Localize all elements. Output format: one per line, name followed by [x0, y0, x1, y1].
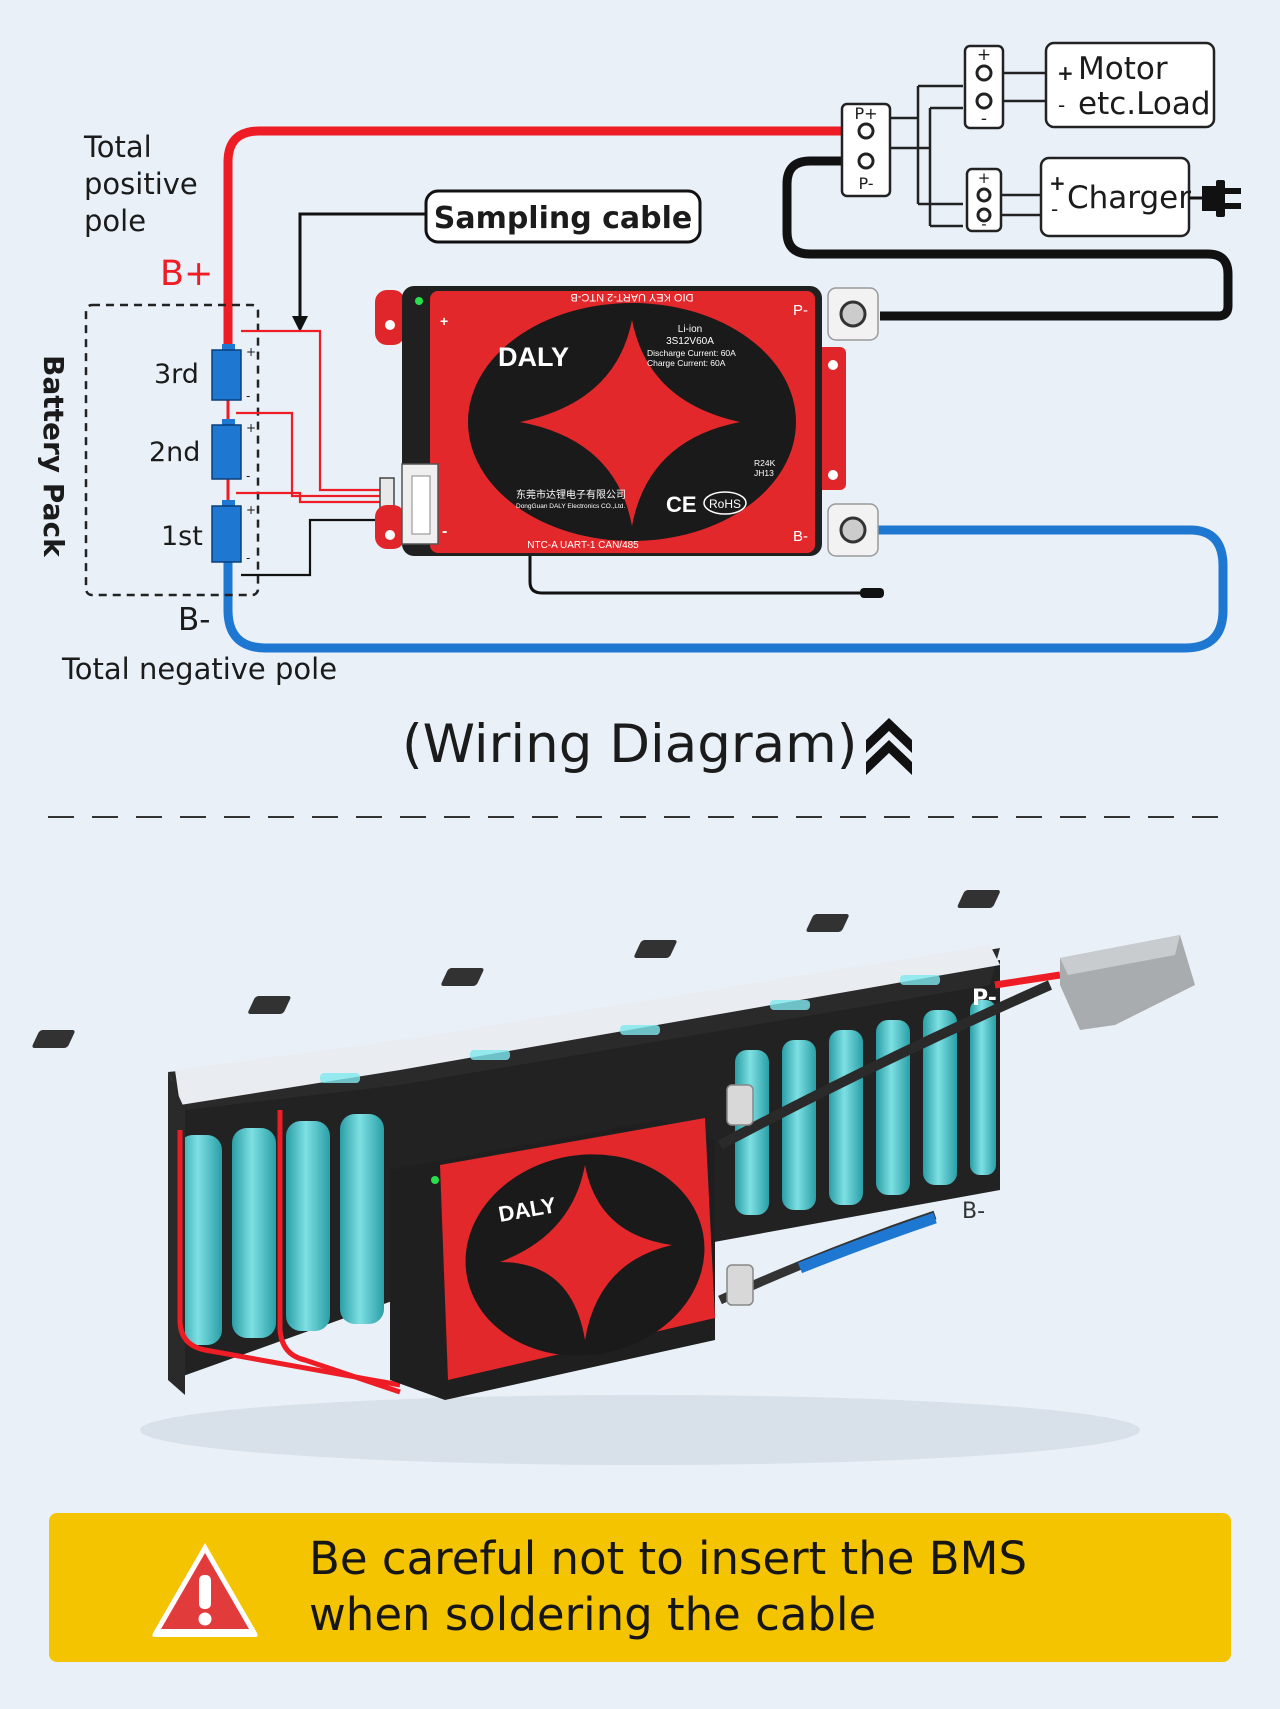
p-minus-lug [827, 287, 879, 341]
cell-label-2nd: 2nd [149, 437, 200, 468]
warning-triangle-icon [152, 1543, 258, 1637]
charger-terminal: + - [965, 167, 1003, 233]
bms-board: DIO KEY UART-2 NTC-B + - P- B- DALY Li-i… [375, 286, 846, 556]
svg-text:Li-ion: Li-ion [678, 324, 702, 335]
cell-1st: + - [211, 500, 256, 565]
svg-text:-: - [981, 215, 986, 233]
svg-text:pole: pole [84, 204, 146, 238]
svg-text:NTC-A UART-1 CAN/485: NTC-A UART-1 CAN/485 [527, 540, 639, 551]
svg-text:RoHS: RoHS [709, 497, 741, 511]
svg-text:Total: Total [83, 130, 152, 164]
battery-pack-label: Battery Pack [37, 355, 70, 558]
svg-text:+: + [246, 421, 256, 435]
svg-text:B-: B- [793, 528, 808, 545]
branch-lines [890, 71, 1046, 228]
load-wire [782, 156, 1233, 321]
svg-text:+: + [246, 345, 256, 359]
svg-text:JH13: JH13 [754, 468, 774, 478]
sampling-wires [236, 329, 384, 577]
pack-p-minus-label: P- [972, 986, 997, 1011]
plug-icon [1189, 180, 1241, 217]
charger-label: Charger [1067, 180, 1191, 216]
svg-text:Sampling cable: Sampling cable [434, 201, 693, 236]
svg-text:DIO KEY UART-2 NTC-B: DIO KEY UART-2 NTC-B [570, 291, 693, 303]
svg-text:DALY: DALY [498, 342, 569, 372]
svg-text:DongGuan DALY Electronics CO.,: DongGuan DALY Electronics CO.,Ltd. [516, 503, 625, 510]
svg-text:+: + [1049, 171, 1066, 195]
cell-label-1st: 1st [161, 521, 203, 552]
svg-text:CE: CE [666, 492, 697, 517]
svg-text:+: + [440, 313, 448, 329]
ntc-probe [528, 556, 884, 598]
motor-load-box: + - Motor etc.Load [1044, 41, 1216, 129]
cell-3rd: + - [211, 344, 256, 403]
svg-text:3S12V60A: 3S12V60A [666, 336, 714, 347]
motor-terminal: + - [963, 44, 1005, 130]
svg-text:+: + [246, 503, 256, 517]
charger-box: + - Charger [1039, 156, 1191, 238]
battery-pack: Battery Pack 3rd 2nd 1st [37, 303, 260, 597]
output-connector: P+ P- [840, 102, 892, 198]
svg-text:-: - [1051, 197, 1058, 221]
warning-line-1: Be careful not to insert the BMS [309, 1532, 1028, 1585]
warning-line-2: when soldering the cable [309, 1588, 877, 1641]
svg-text:-: - [246, 551, 250, 565]
svg-text:-: - [442, 523, 447, 540]
svg-text:-: - [246, 469, 250, 483]
svg-text:Discharge Current: 60A: Discharge Current: 60A [647, 348, 736, 358]
svg-text:+: + [978, 169, 991, 187]
wiring-diagram-caption: (Wiring Diagram) [402, 714, 912, 775]
svg-text:positive: positive [84, 167, 198, 201]
svg-text:-: - [246, 389, 250, 403]
total-negative-pole-label: Total negative pole [61, 652, 337, 686]
cell-label-3rd: 3rd [154, 359, 199, 390]
svg-text:Charge Current: 60A: Charge Current: 60A [647, 358, 726, 368]
battery-pack-illustration: DALY P- B- [32, 890, 1195, 1465]
total-positive-pole-label: Total positive pole [83, 130, 198, 238]
pack-b-minus-label: B- [962, 1199, 985, 1224]
svg-text:(Wiring Diagram): (Wiring Diagram) [402, 714, 857, 775]
negative-wire [223, 525, 1228, 653]
b-plus-label: B+ [160, 254, 213, 294]
positive-wire [223, 126, 852, 355]
svg-text:P-: P- [793, 302, 808, 319]
svg-text:-: - [1058, 93, 1065, 117]
warning-banner: Be careful not to insert the BMS when so… [49, 1513, 1231, 1662]
warning-text: Be careful not to insert the BMS when so… [309, 1531, 1209, 1643]
svg-text:-: - [981, 109, 987, 129]
motor-label: Motor [1078, 51, 1168, 87]
p-plus-label: P+ [854, 104, 877, 123]
sampling-cable-callout: Sampling cable [292, 189, 702, 332]
load-label: etc.Load [1078, 86, 1211, 122]
svg-text:+: + [1057, 61, 1074, 85]
svg-text:R24K: R24K [754, 458, 776, 468]
b-minus-lug [827, 503, 879, 557]
p-minus-label: P- [858, 174, 873, 193]
b-minus-label: B- [178, 602, 210, 638]
svg-text:+: + [977, 45, 991, 65]
cell-2nd: + - [211, 419, 256, 483]
svg-text:东莞市达锂电子有限公司: 东莞市达锂电子有限公司 [516, 488, 626, 501]
